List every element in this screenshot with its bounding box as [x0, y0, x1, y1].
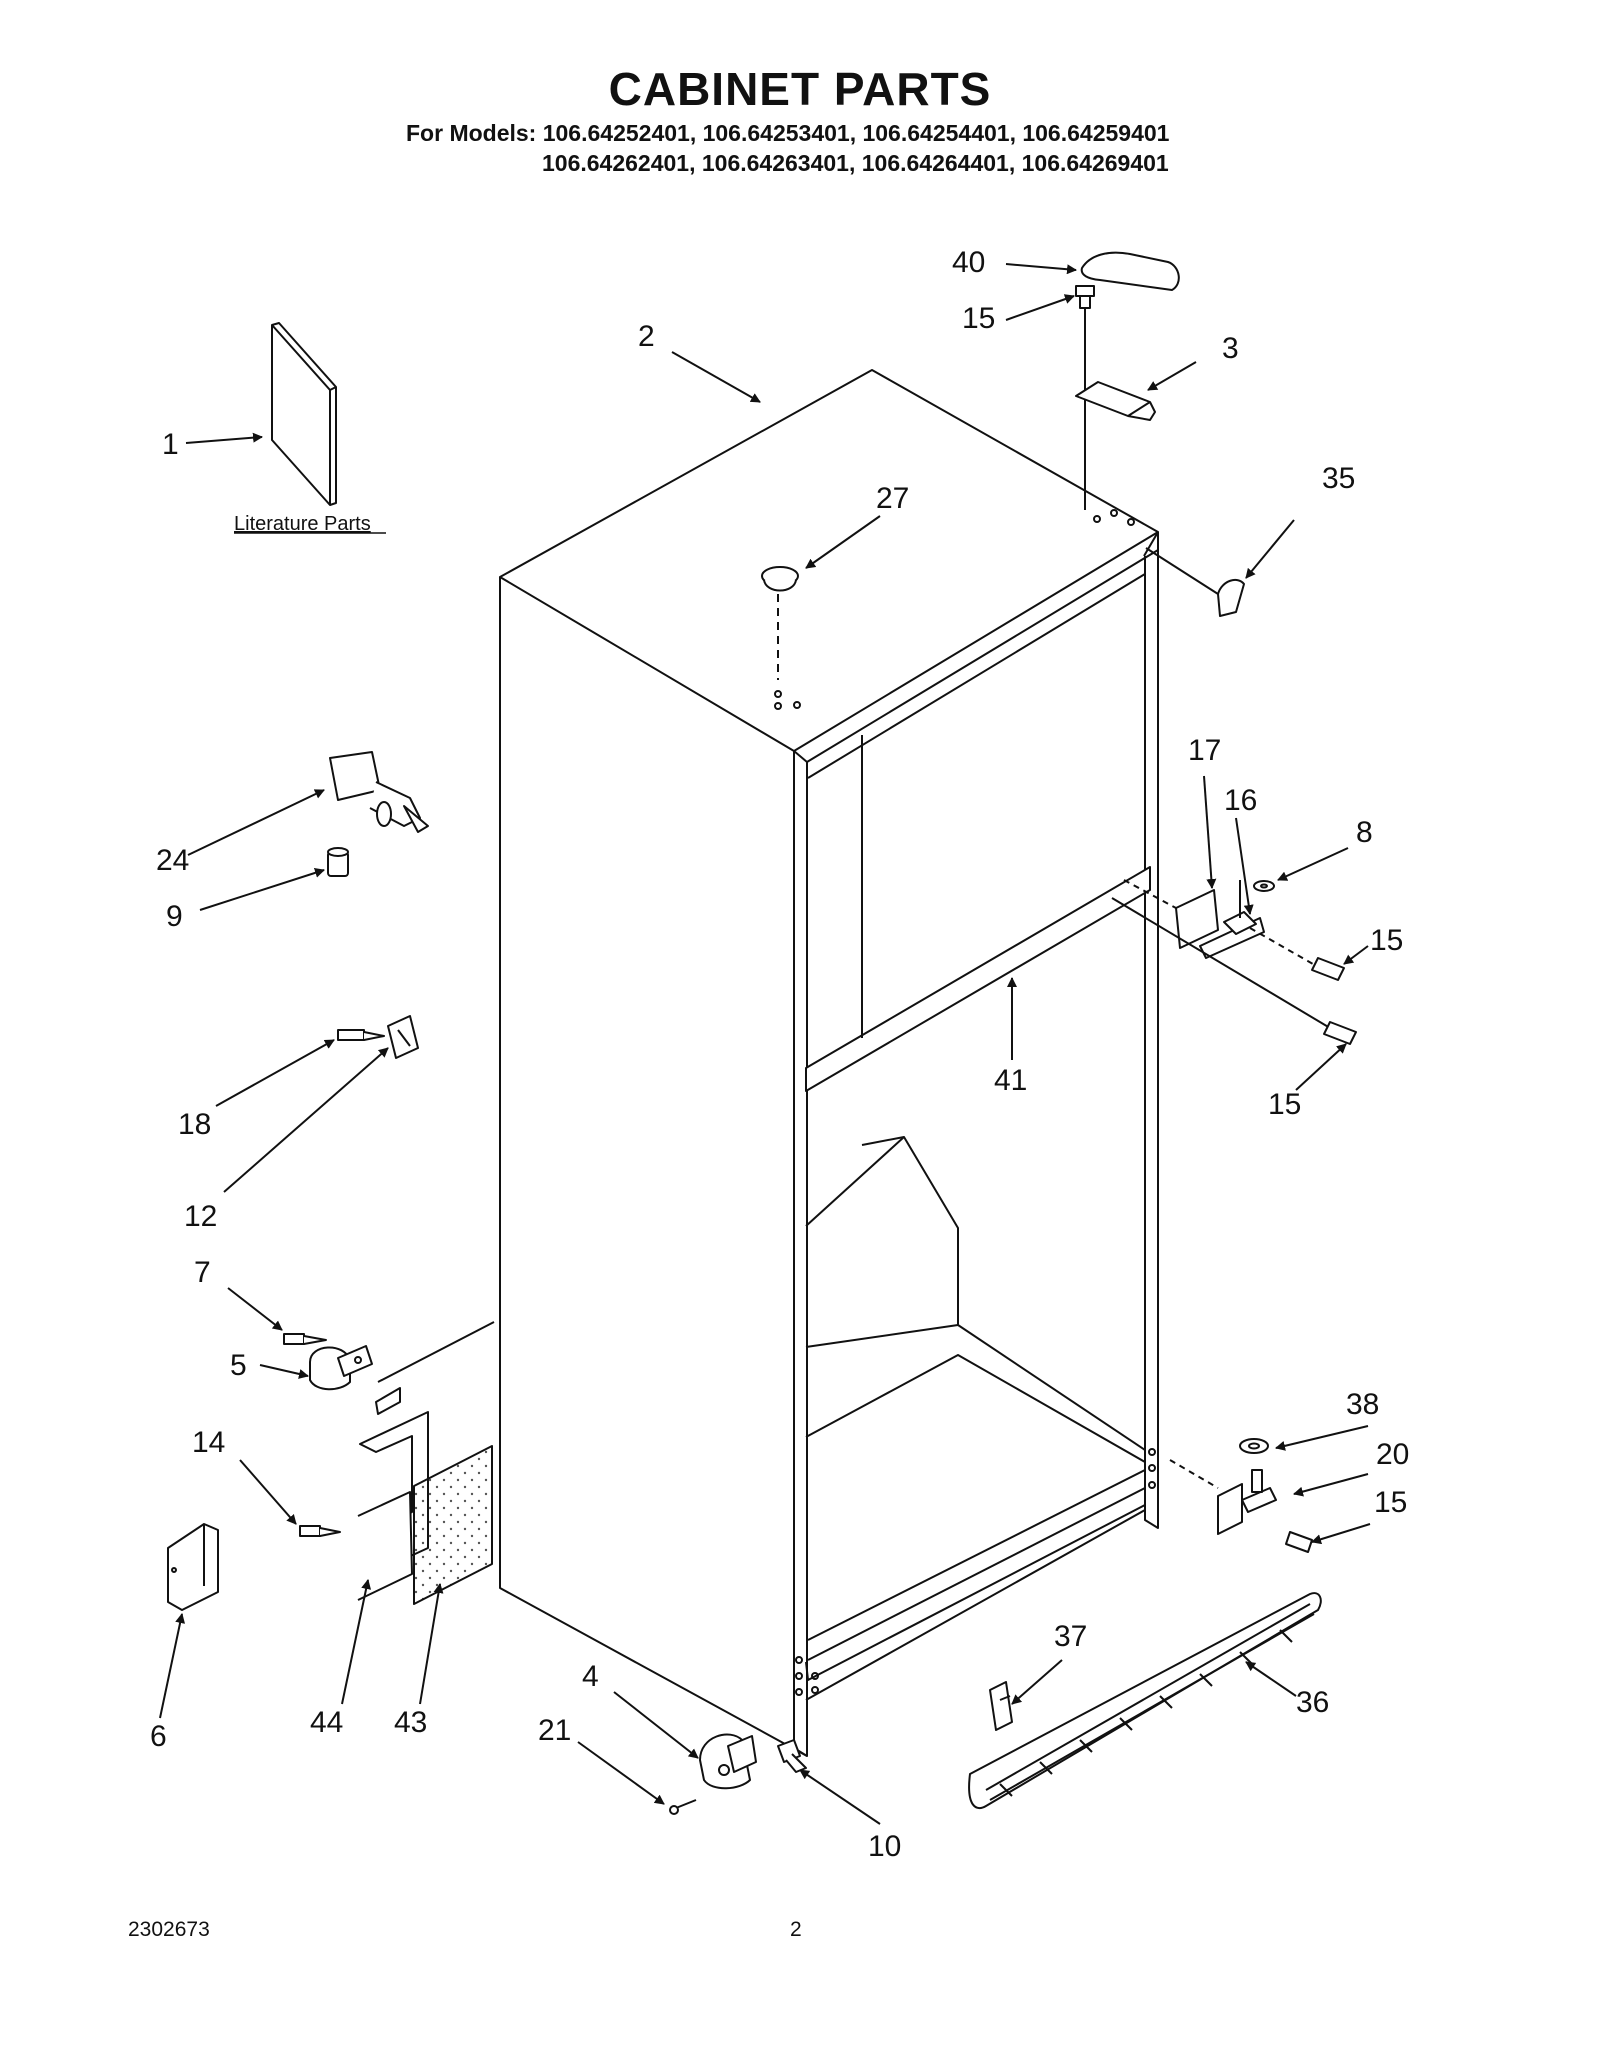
callout-10: 10 — [868, 1830, 901, 1863]
insulation-pad-icon — [413, 1445, 493, 1605]
screw-15-bottom-icon — [1285, 1531, 1313, 1553]
callout-20: 20 — [1376, 1438, 1409, 1471]
callout-3: 3 — [1222, 332, 1239, 365]
washer-8-icon — [1253, 880, 1275, 892]
callout-18: 18 — [178, 1108, 211, 1141]
literature-parts-caption: Literature Parts — [234, 513, 371, 535]
top-hinge-icon — [1075, 381, 1156, 421]
model-list-line-1: For Models: 106.64252401, 106.64253401, … — [406, 120, 1170, 146]
top-screw-icon — [1075, 285, 1095, 510]
callout-15-middle: 15 — [1370, 924, 1403, 957]
roller-assembly-icon — [699, 1733, 757, 1790]
callout-7: 7 — [194, 1256, 211, 1289]
bracket-44-icon — [357, 1387, 429, 1601]
callout-14: 14 — [192, 1426, 225, 1459]
callout-37: 37 — [1054, 1620, 1087, 1653]
callout-43: 43 — [394, 1706, 427, 1739]
screw-15-lower-icon — [1323, 1021, 1357, 1045]
hinge-cap-right-icon — [1145, 547, 1245, 617]
model-list-line-2: 106.64262401, 106.64263401, 106.64264401… — [542, 150, 1169, 176]
callout-4: 4 — [582, 1660, 599, 1693]
page-number: 2 — [790, 1918, 802, 1941]
callout-17: 17 — [1188, 734, 1221, 767]
callout-9: 9 — [166, 900, 183, 933]
pin-21-icon — [669, 1799, 697, 1815]
top-hinge-cover-icon — [1080, 251, 1180, 291]
bottom-hinge-icon — [1169, 1459, 1277, 1535]
spacer-icon — [327, 847, 349, 877]
page-title: CABINET PARTS — [608, 63, 992, 115]
cabinet-body — [499, 369, 1159, 1757]
callout-6: 6 — [150, 1720, 167, 1753]
grille-clip-icon — [989, 1681, 1013, 1731]
callout-2: 2 — [638, 320, 655, 353]
callout-27: 27 — [876, 482, 909, 515]
callout-36: 36 — [1296, 1686, 1329, 1719]
screw-18-icon — [337, 1029, 385, 1041]
callout-44: 44 — [310, 1706, 343, 1739]
clip-12-icon — [387, 1015, 419, 1059]
model-list: For Models: 106.64252401, 106.64253401, … — [406, 118, 1169, 178]
screw-7-icon — [283, 1333, 327, 1345]
callout-5: 5 — [230, 1349, 247, 1382]
cover-plate-icon — [167, 1523, 219, 1611]
document-number: 2302673 — [128, 1918, 210, 1941]
callout-1: 1 — [162, 428, 179, 461]
literature-booklet-icon — [271, 322, 337, 506]
callout-40: 40 — [952, 246, 985, 279]
top-plug-icon — [761, 566, 799, 680]
callout-labels: 1 2 3 4 5 6 7 8 9 10 12 14 15 15 15 15 1… — [150, 246, 1409, 1863]
callout-21: 21 — [538, 1714, 571, 1747]
leader-lines — [159, 263, 1371, 1825]
screw-14-icon — [299, 1525, 341, 1537]
callout-16: 16 — [1224, 784, 1257, 817]
callout-8: 8 — [1356, 816, 1373, 849]
base-grille-icon — [968, 1592, 1322, 1810]
washer-38-icon — [1239, 1438, 1269, 1454]
clamp-5-icon — [309, 1345, 373, 1391]
callout-38: 38 — [1346, 1388, 1379, 1421]
callout-15-top: 15 — [962, 302, 995, 335]
door-stop-icon — [329, 751, 429, 833]
callout-15-lower: 15 — [1268, 1088, 1301, 1121]
screw-10-icon — [777, 1739, 807, 1773]
center-hinge-bracket-icon — [1111, 879, 1331, 1029]
callout-41: 41 — [994, 1064, 1027, 1097]
callout-15-bottom: 15 — [1374, 1486, 1407, 1519]
screw-15-middle-icon — [1311, 957, 1345, 981]
callout-12: 12 — [184, 1200, 217, 1233]
callout-24: 24 — [156, 844, 189, 877]
callout-35: 35 — [1322, 462, 1355, 495]
